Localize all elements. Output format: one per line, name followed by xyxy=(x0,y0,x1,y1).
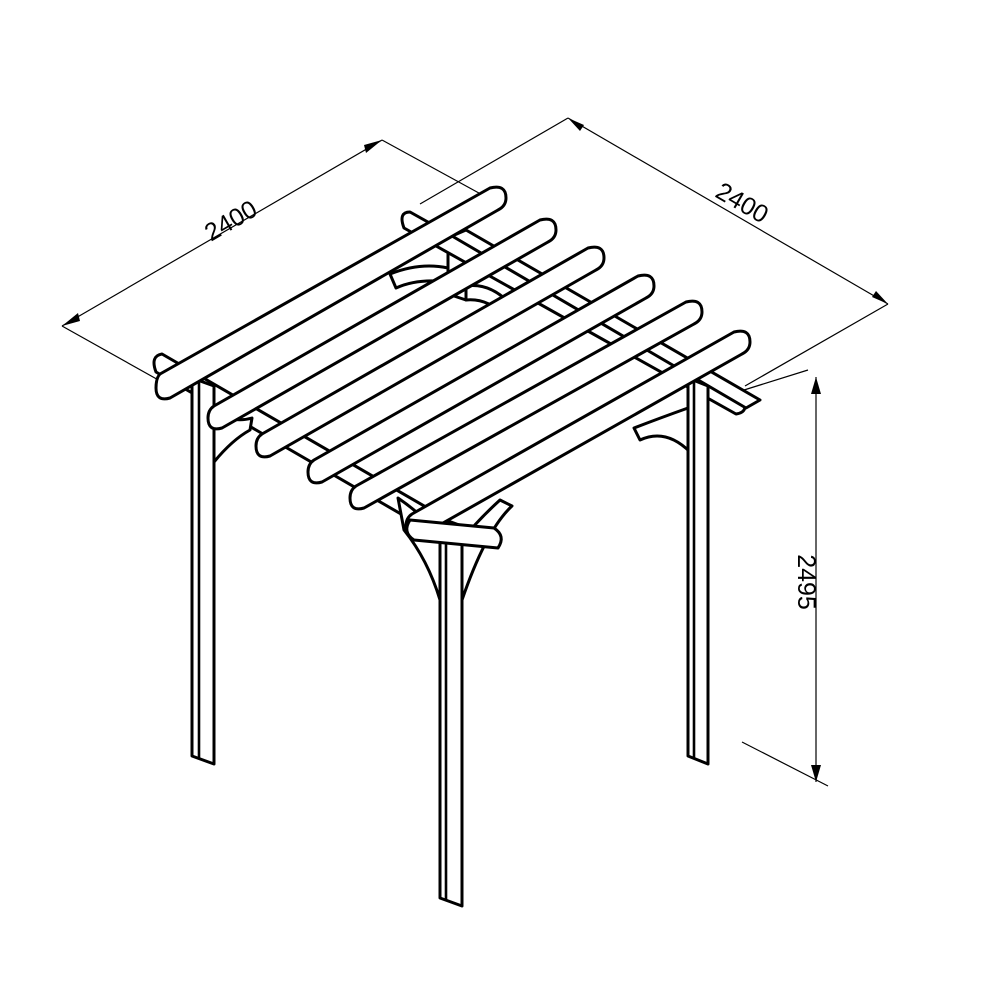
rafter-6 xyxy=(404,329,752,539)
dimension-label-width-left: 2400 xyxy=(200,195,262,247)
rafter-5 xyxy=(348,299,704,511)
dimension-label-width-right: 2400 xyxy=(711,177,773,229)
rafter-2 xyxy=(206,217,558,431)
post-right xyxy=(686,376,710,766)
brace-right-post xyxy=(632,406,692,454)
rafter-1 xyxy=(154,185,508,401)
rafter-3 xyxy=(254,245,606,459)
beam-front-end xyxy=(405,518,503,550)
rafter-4 xyxy=(306,273,656,485)
brace-front-post-right xyxy=(460,498,514,602)
post-front xyxy=(438,516,464,908)
post-left xyxy=(190,376,216,766)
dimension-height: 2495 xyxy=(741,369,829,787)
dimension-label-height: 2495 xyxy=(792,554,820,610)
